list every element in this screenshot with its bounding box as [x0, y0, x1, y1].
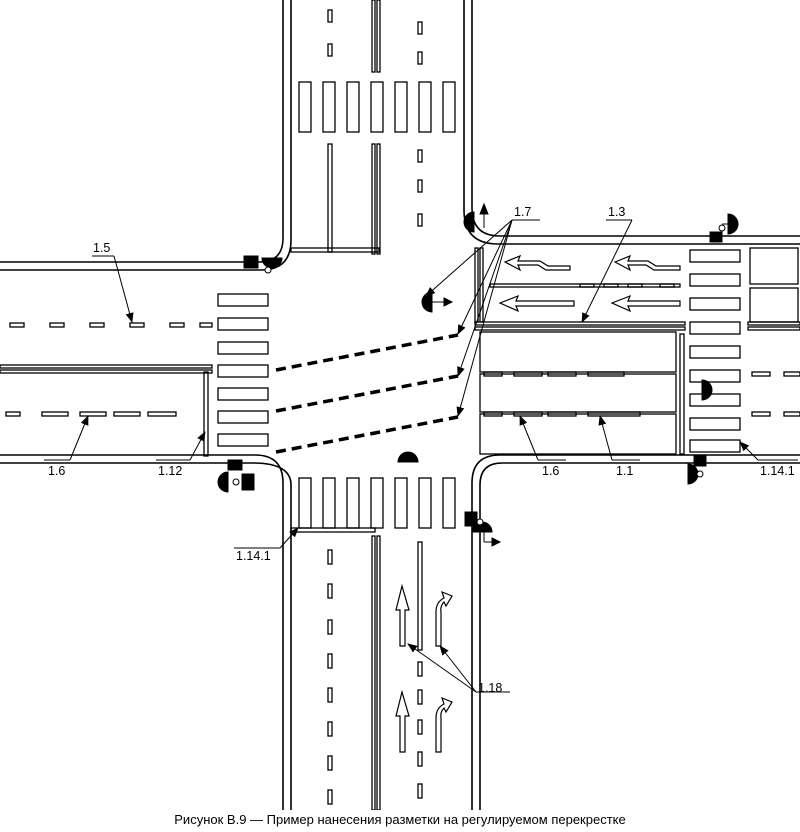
lane-arrow-icon — [613, 254, 681, 272]
south-road-markings — [290, 527, 423, 810]
traffic-light-icon — [217, 459, 255, 493]
west-crosswalk — [217, 293, 269, 447]
south-crosswalk — [298, 477, 456, 529]
leader-lines — [44, 219, 798, 693]
guide-lines-1-7 — [275, 333, 459, 454]
east-crosswalk — [689, 249, 741, 453]
lane-arrow-icon — [435, 696, 453, 753]
east-lane-arrows — [498, 254, 681, 313]
lane-arrow-icon — [395, 689, 410, 753]
lane-arrow-icon — [435, 590, 453, 647]
label-1-5: 1.5 — [93, 241, 110, 255]
label-1-1: 1.1 — [616, 464, 633, 478]
label-1-6-right: 1.6 — [542, 464, 559, 478]
lane-arrow-icon — [498, 294, 575, 313]
east-upper-dashes — [579, 283, 643, 288]
lane-arrow-icon — [395, 583, 410, 647]
marking-labels: 1.5 1.7 1.3 1.6 1.12 1.6 1.1 1.14.1 1.14… — [48, 205, 795, 695]
traffic-light-icon — [397, 451, 502, 547]
traffic-light-icon — [709, 213, 739, 243]
north-crosswalk — [298, 81, 456, 133]
label-1-12: 1.12 — [158, 464, 182, 478]
road-outlines — [0, 0, 800, 810]
label-1-3: 1.3 — [608, 205, 625, 219]
traffic-light-icon — [243, 255, 283, 274]
traffic-signals — [217, 202, 739, 547]
label-1-14-1-bottom: 1.14.1 — [236, 549, 271, 563]
pedestrian-signal-icon — [421, 291, 454, 313]
label-1-14-1-right: 1.14.1 — [760, 464, 795, 478]
traffic-light-icon — [687, 379, 713, 485]
east-road-markings — [474, 247, 800, 455]
south-lane-arrows — [395, 583, 453, 753]
north-road-markings — [290, 0, 423, 255]
label-1-7: 1.7 — [514, 205, 531, 219]
label-1-6-left: 1.6 — [48, 464, 65, 478]
traffic-light-icon — [463, 202, 489, 233]
label-1-18: 1.18 — [478, 681, 502, 695]
lane-arrow-icon — [610, 294, 681, 313]
lane-arrow-icon — [503, 254, 571, 272]
figure-caption: Рисунок В.9 — Пример нанесения разметки … — [174, 812, 626, 827]
west-road-markings — [0, 322, 213, 457]
intersection-diagram: 1.5 1.7 1.3 1.6 1.12 1.6 1.1 1.14.1 1.14… — [0, 0, 800, 810]
